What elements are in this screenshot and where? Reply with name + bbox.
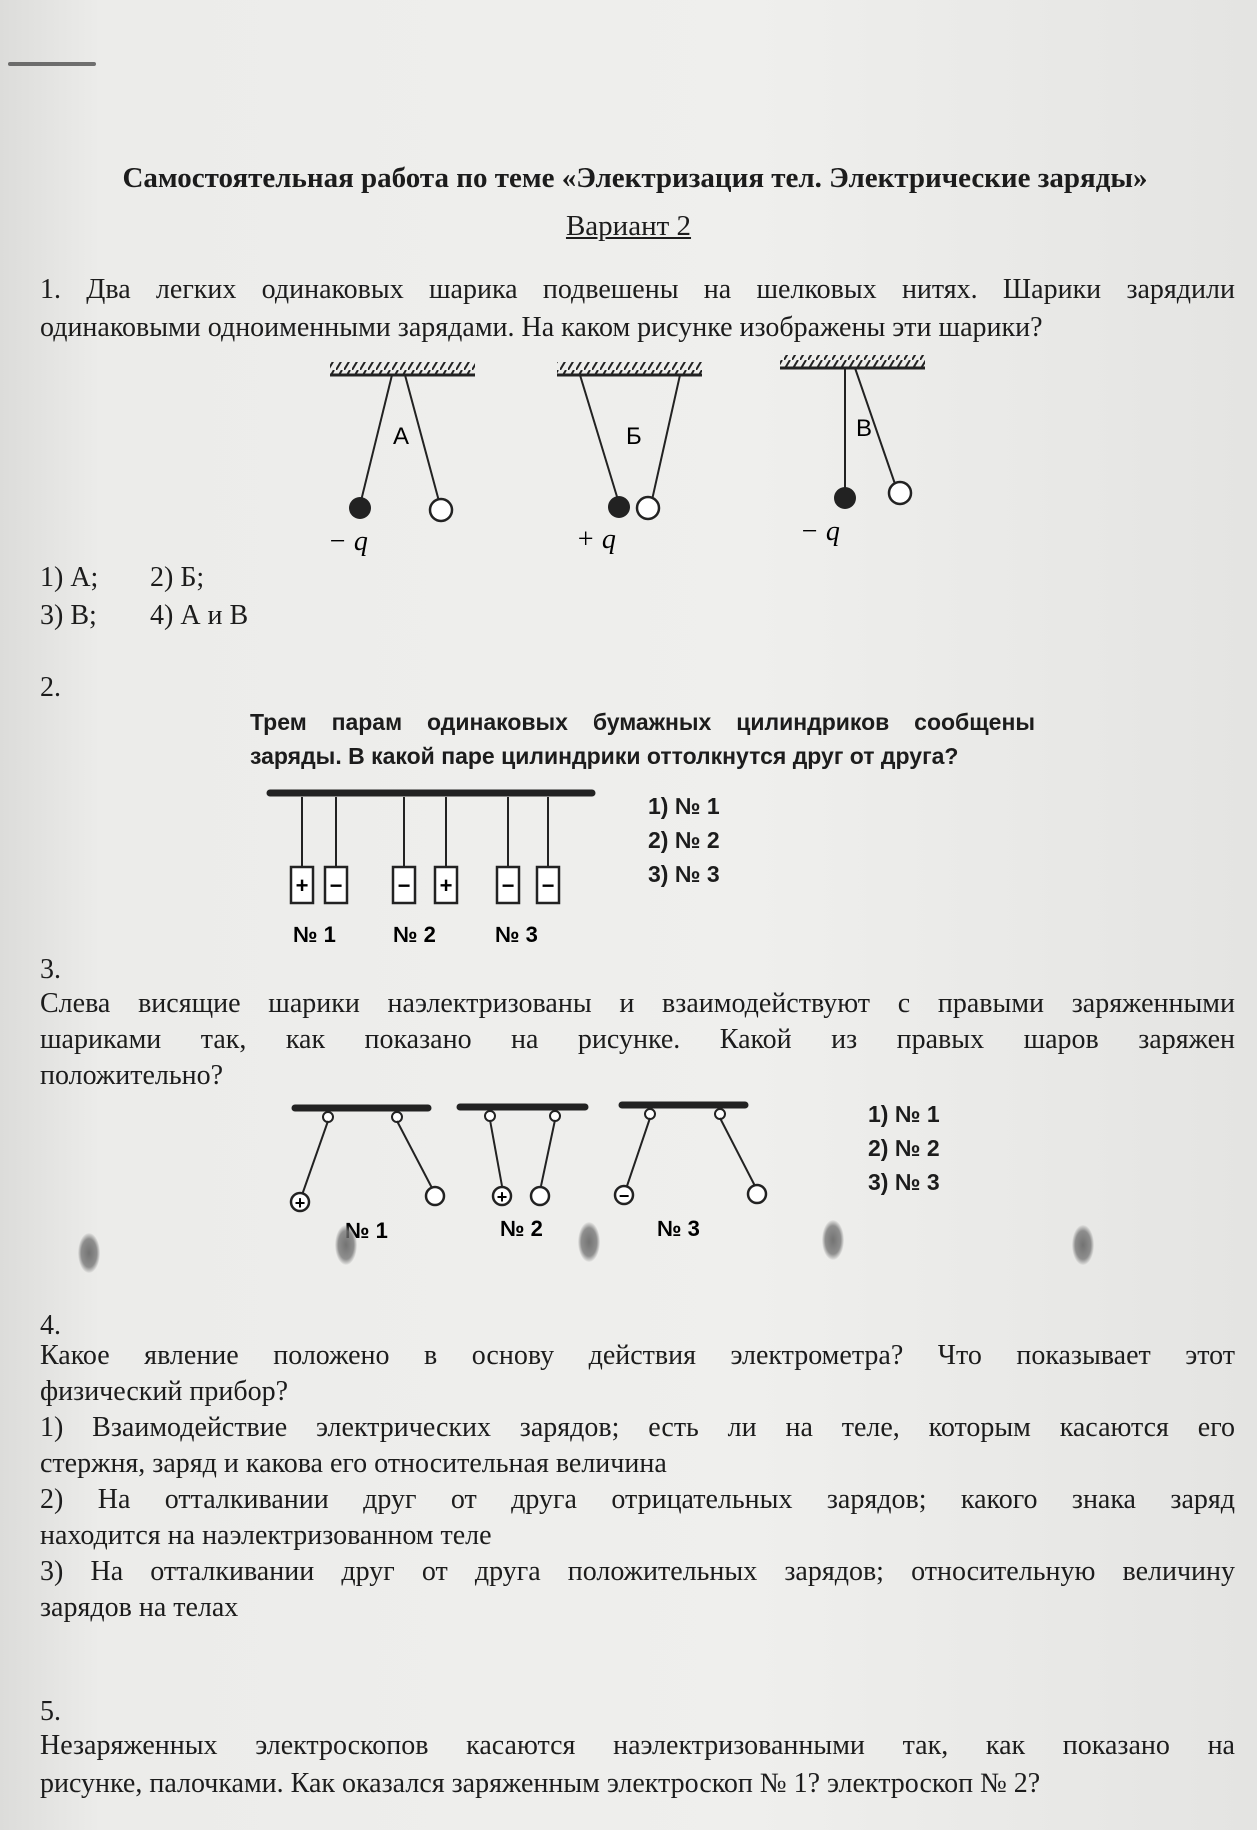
q1-answer-3: 3) В;	[40, 600, 97, 631]
q3-answer-3: 3) № 3	[868, 1169, 940, 1195]
cylinder-sign: +	[440, 873, 453, 898]
q2-number: 2.	[40, 672, 61, 703]
pendulum-c: В − q	[780, 355, 925, 547]
q4-line-1: Какое явление положено в основу действия…	[40, 1340, 1235, 1371]
ball-pair-2: + № 2	[456, 1103, 589, 1241]
pair-label-3: № 3	[495, 922, 538, 947]
fig-a-label: А	[393, 423, 409, 450]
fig-b-label: Б	[626, 423, 642, 450]
pendulum-a: А − q	[328, 362, 475, 557]
q3-sign-1: +	[295, 1193, 306, 1213]
q2-answer-1: 1) № 1	[648, 793, 720, 819]
q5-text-line2: рисунке, палочками. Как оказался заряжен…	[40, 1768, 1041, 1799]
cylinder-sign: −	[502, 873, 515, 898]
q4-line-8: зарядов на телах	[40, 1592, 239, 1623]
cylinder-sign: −	[542, 873, 555, 898]
cylinder-sign: −	[330, 873, 343, 898]
ink-smudge	[335, 1225, 357, 1265]
pair-label-1: № 1	[293, 922, 336, 947]
fig-b-charge: + q	[576, 524, 616, 555]
q2-answer-3: 3) № 3	[648, 861, 720, 887]
q2-answer-2: 2) № 2	[648, 827, 720, 853]
q4-line-4: стержня, заряд и какова его относительна…	[40, 1448, 667, 1479]
q4-line-5: 2) На отталкивании друг от друга отрицат…	[40, 1484, 1235, 1515]
q4-line-7: 3) На отталкивании друг от друга положит…	[40, 1556, 1235, 1587]
charged-cylinder: +	[289, 797, 315, 905]
q3-text-line1: Слева висящие шарики наэлектризованы и в…	[40, 988, 1235, 1019]
page-title: Самостоятельная работа по теме «Электриз…	[122, 162, 1148, 194]
cylinder-sign: −	[398, 873, 411, 898]
charged-cylinder: −	[535, 797, 561, 905]
fig-a-charge: − q	[328, 526, 368, 557]
ball-pair-1: + № 1	[289, 1104, 446, 1243]
pendulum-b: Б + q	[557, 362, 702, 555]
q3-label-2: № 2	[500, 1216, 543, 1241]
charged-cylinder: −	[323, 797, 349, 905]
q4-line-6: находится на наэлектризованном теле	[40, 1520, 492, 1551]
q4-line-2: физический прибор?	[40, 1376, 289, 1407]
q1-answer-1: 1) А;	[40, 562, 99, 593]
pair-label-2: № 2	[393, 922, 436, 947]
q4-line-3: 1) Взаимодействие электрических зарядов;…	[40, 1412, 1235, 1443]
q1-answer-4: 4) А и В	[150, 600, 249, 631]
q1-answer-2: 2) Б;	[150, 562, 205, 593]
q5-text-line1: Незаряженных электроскопов касаются наэл…	[40, 1730, 1235, 1761]
q3-answer-1: 1) № 1	[868, 1101, 940, 1127]
q3-text-line2: шариками так, как показано на рисунке. К…	[40, 1024, 1235, 1055]
charged-cylinder: −	[495, 797, 521, 905]
q3-text-line3: положительно?	[40, 1060, 224, 1091]
fig-c-charge: − q	[800, 516, 840, 547]
ball-pair-3: − № 3	[613, 1101, 768, 1241]
q1-text-line2: одинаковыми одноименными зарядами. На ка…	[40, 312, 1043, 343]
q1-text-line1: 1. Два легких одинаковых шарика подвешен…	[40, 274, 1235, 305]
q3-sign-2: +	[497, 1187, 508, 1207]
ink-smudge	[78, 1233, 100, 1273]
q4-number: 4.	[40, 1310, 61, 1341]
cylinder-sign: +	[296, 873, 309, 898]
charged-cylinder: +	[433, 797, 459, 905]
ink-smudge	[822, 1220, 844, 1260]
q5-number: 5.	[40, 1696, 61, 1727]
charged-cylinder: −	[391, 797, 417, 905]
fig-c-label: В	[856, 415, 872, 442]
q3-sign-3: −	[619, 1186, 630, 1206]
ink-smudge	[578, 1222, 600, 1262]
q3-answer-2: 2) № 2	[868, 1135, 940, 1161]
q3-label-3: № 3	[657, 1216, 700, 1241]
variant-label: Вариант 2	[565, 210, 692, 242]
q3-number: 3.	[40, 954, 61, 985]
q2-text-line1: Трем парам одинаковых бумажных цилиндрик…	[250, 709, 1035, 735]
ink-smudge	[1072, 1225, 1094, 1265]
q2-text-line2: заряды. В какой паре цилиндрики оттолкну…	[250, 743, 959, 769]
pen-mark	[8, 62, 96, 66]
